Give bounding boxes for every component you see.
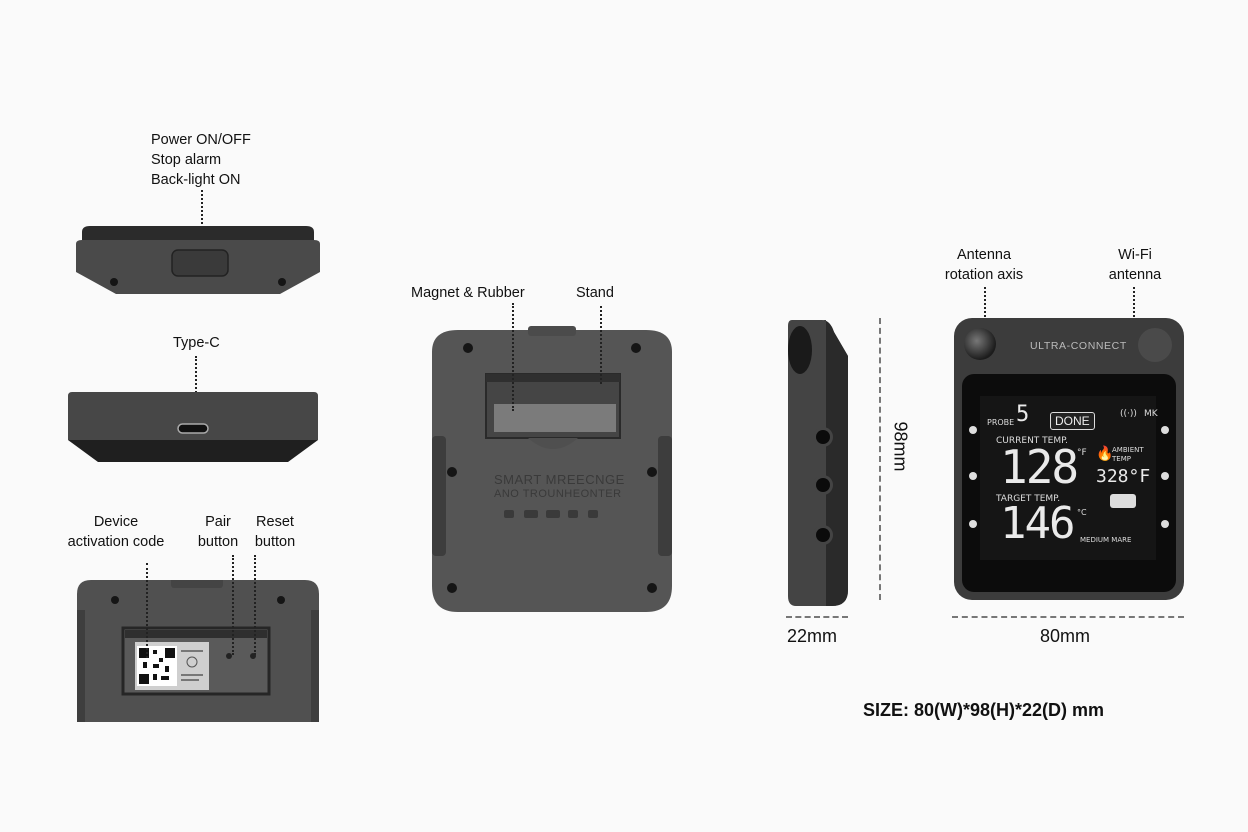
height-dimension-line [879, 318, 881, 600]
reset-leader-line [254, 555, 256, 655]
back-embossed-text-1: SMART MREECNGE [494, 472, 625, 487]
activation-leader-line [146, 563, 148, 658]
antenna-axis-callout: Antenna rotation axis [936, 245, 1032, 285]
antenna-axis-leader-line [984, 287, 986, 329]
activation-callout-line1: Device [93, 514, 139, 530]
probe-label: PROBE [987, 418, 1015, 427]
reset-callout-line2: button [254, 534, 296, 550]
width-dimension-line [952, 616, 1184, 618]
side-port-3 [816, 528, 830, 542]
height-dimension-label: 98mm [890, 421, 911, 472]
current-temp-value: 128 [1000, 440, 1079, 494]
cow-icon [1110, 494, 1136, 508]
lcd-screen: PROBE 5 DONE ((·)) MK CURRENT TEMP. 128 … [962, 374, 1176, 592]
power-callout: Power ON/OFF Stop alarm Back-light ON [151, 130, 251, 190]
antenna-knob [964, 328, 996, 360]
device-top-view [76, 226, 320, 294]
flame-icon: 🔥 [1096, 446, 1114, 462]
signal-label: MK [1144, 409, 1158, 419]
probe-number: 5 [1016, 402, 1030, 427]
size-summary: SIZE: 80(W)*98(H)*22(D) mm [863, 700, 1105, 720]
stand-leader-line [600, 306, 602, 384]
ambient-temp-label: AMBIENT TEMP [1112, 446, 1144, 463]
back-embossed-text-2: ANO TROUNHEONTER [494, 488, 622, 500]
power-callout-line1: Power ON/OFF [151, 132, 251, 148]
side-port-1 [816, 430, 830, 444]
device-bottom-view [68, 392, 318, 462]
target-temp-value: 146 [1000, 498, 1075, 549]
brand-label: ULTRA-CONNECT [1030, 340, 1127, 352]
power-leader-line [201, 190, 203, 252]
device-side-view [786, 320, 850, 606]
depth-dimension-label: 22mm [787, 626, 838, 646]
reset-callout: Reset button [247, 512, 303, 552]
typec-leader-line [195, 356, 197, 424]
device-back-view-drawing [432, 326, 672, 612]
side-port-2 [816, 478, 830, 492]
screen-button-right-2 [1161, 472, 1169, 480]
pair-callout-line1: Pair [205, 514, 231, 530]
screen-button-left-1 [969, 426, 977, 434]
current-temp-label: CURRENT TEMP. [996, 436, 1068, 446]
screen-button-right-3 [1161, 520, 1169, 528]
device-back-closeup-drawing [77, 580, 319, 722]
power-callout-line2: Stop alarm [151, 152, 222, 168]
magnet-leader-line [512, 303, 514, 411]
device-back-view: SMART MREECNGE ANO TROUNHEONTER [432, 326, 672, 612]
device-back-closeup [77, 580, 319, 722]
stand-callout: Stand [576, 285, 614, 301]
current-temp-unit: °F [1077, 448, 1087, 458]
typec-callout: Type-C [173, 335, 220, 351]
device-top-view-drawing [76, 226, 320, 294]
activation-callout-line2: activation code [67, 534, 165, 550]
pair-callout: Pair button [192, 512, 244, 552]
target-temp-unit: °C [1077, 508, 1087, 517]
power-callout-line3: Back-light ON [151, 172, 241, 188]
screen-button-left-3 [969, 520, 977, 528]
screen-button-left-2 [969, 472, 977, 480]
target-temp-label: TARGET TEMP. [996, 494, 1061, 504]
wifi-callout: Wi-Fi antenna [1100, 245, 1170, 285]
wifi-leader-line [1133, 287, 1135, 345]
device-front-view: ULTRA-CONNECT PROBE 5 DONE ((·)) MK CURR… [954, 318, 1184, 600]
width-dimension-label: 80mm [1040, 626, 1091, 646]
ambient-temp-value: 328°F [1096, 466, 1151, 487]
done-badge: DONE [1050, 412, 1095, 430]
wifi-callout-line2: antenna [1108, 267, 1162, 283]
doneness-label: MEDIUM MARE [1080, 536, 1132, 544]
antenna-axis-line2: rotation axis [944, 267, 1024, 283]
pair-callout-line2: button [197, 534, 239, 550]
screen-button-right-1 [1161, 426, 1169, 434]
reset-callout-line1: Reset [256, 514, 294, 530]
wifi-callout-line1: Wi-Fi [1118, 247, 1152, 263]
wifi-signal-icon: ((·)) [1120, 409, 1137, 419]
wifi-antenna-cap [1138, 328, 1172, 362]
magnet-callout: Magnet & Rubber [411, 285, 525, 301]
device-side-view-drawing [788, 320, 848, 606]
depth-dimension-line [786, 616, 848, 618]
activation-callout: Device activation code [60, 512, 172, 552]
pair-leader-line [232, 555, 234, 655]
antenna-axis-line1: Antenna [956, 247, 1012, 263]
device-bottom-view-drawing [68, 392, 318, 462]
